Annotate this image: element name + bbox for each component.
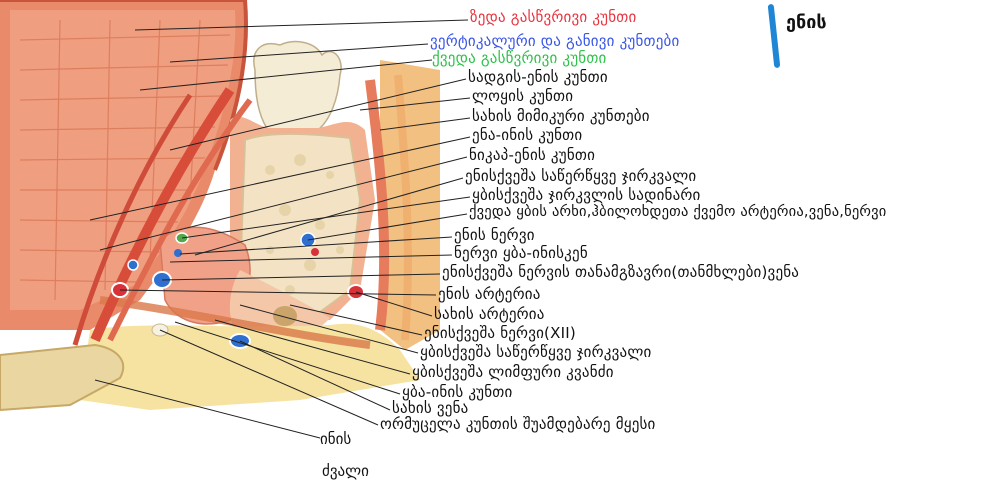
label-vertical-transverse: ვერტიკალური და განივი კუნთები [430, 33, 679, 50]
label-digastric-tendon: ორმუცელა კუნთის შუამდებარე მყესი [380, 416, 656, 433]
label-mylohyoid-nerve: ნერვი ყბა-ინისკენ [454, 245, 588, 262]
label-hypoglossal-nerve: ენისქვეშა ნერვი(XII) [424, 325, 576, 342]
label-hyoglossus: ენა-ინის კუნთი [472, 127, 582, 144]
label-buccinator: ლოყის კუნთი [472, 88, 573, 105]
label-facial-artery: სახის არტერია [434, 306, 545, 323]
label-lymph-node: ყბისქვეშა ლიმფური კვანძი [412, 364, 614, 381]
label-submandibular-duct: ყბისქვეშა ჯირკვლის სადინარი [472, 187, 701, 204]
label-submandibular-gland: ყბისქვეშა საწერწყვე ჯირკვალი [420, 344, 651, 361]
label-hypoglossal-vein: ენისქვეშა ნერვის თანამგზავრი(თანმხლები)ვ… [442, 264, 799, 281]
label-styloglossus: სადგის-ენის კუნთი [468, 69, 608, 86]
label-genioglossus: ნიკაპ-ენის კუნთი [469, 147, 595, 164]
label-hyoid-line1: ინის [320, 430, 351, 448]
label-hyoid-line2: ძვალი [322, 462, 369, 480]
label-facial-muscles: სახის მიმიკური კუნთები [472, 108, 650, 125]
label-lingual-artery: ენის არტერია [438, 286, 541, 303]
label-mandibular-canal: ქვედა ყბის არხი,ჰბილოხდეთა ქვემო არტერია… [469, 204, 887, 221]
label-inferior-longitudinal: ქვედა გასწვრივი კუნთი [432, 50, 607, 67]
diagram-title: ენის [786, 12, 827, 33]
label-lingual-nerve: ენის ნერვი [454, 227, 535, 244]
label-superior-longitudinal: ზედა გასწვრივი კუნთი [470, 9, 636, 26]
label-sublingual-gland: ენისქვეშა საწერწყვე ჯირკვალი [465, 168, 696, 185]
